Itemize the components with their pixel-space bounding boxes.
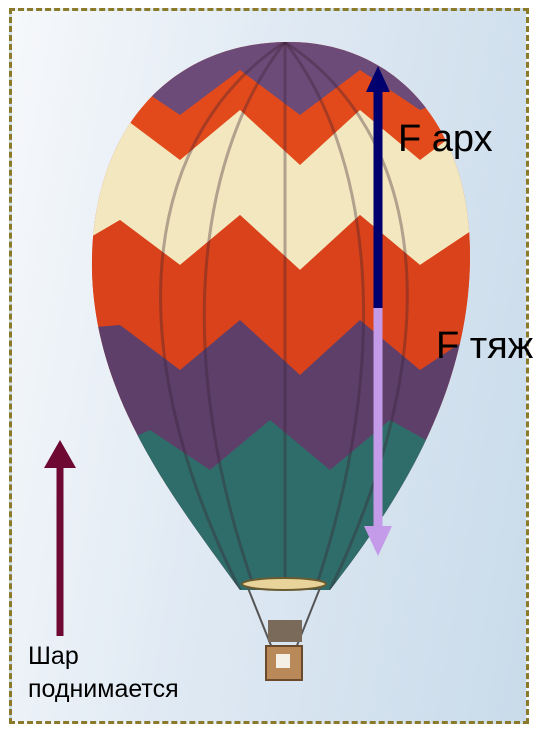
rise-direction-arrow	[44, 440, 76, 636]
balloon-envelope	[91, 41, 471, 590]
balloon-basket	[241, 577, 327, 681]
buoyant-force-label: F арх	[398, 118, 493, 160]
buoyant-force-arrow	[366, 66, 390, 308]
gravity-force-arrow	[364, 308, 392, 556]
gravity-force-label: F тяж	[436, 325, 534, 367]
balloon-rises-caption: Шар поднимается	[28, 642, 179, 703]
